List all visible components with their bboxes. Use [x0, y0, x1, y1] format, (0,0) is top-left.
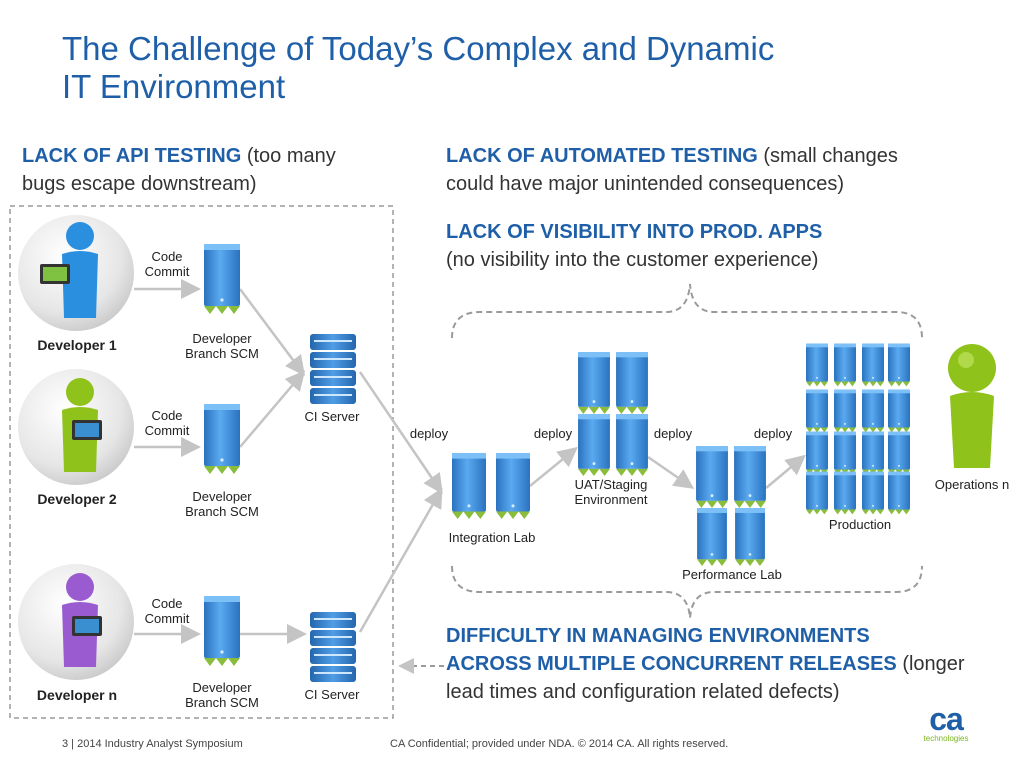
developer-n-label: Developer n — [36, 687, 118, 703]
challenge-automated-rest1: (small changes — [757, 145, 898, 167]
challenge-api-rest2: bugs escape downstream) — [22, 173, 257, 195]
code-commit-line1: Code — [151, 249, 183, 264]
title-line-2: IT Environment — [62, 68, 286, 105]
ci-to-integration-arrow-1 — [358, 371, 443, 495]
developer-avatar-1 — [18, 215, 134, 331]
bottom-brace — [451, 565, 923, 619]
developer-avatar-n — [18, 564, 134, 680]
performance-server-2 — [734, 446, 766, 508]
branch-to-ci-arrow-1 — [238, 288, 305, 377]
branch-line1: Developer — [192, 489, 252, 504]
code-commit-line1: Code — [151, 408, 183, 423]
uat-server-3 — [578, 414, 610, 476]
integration-lab-label: Integration Lab — [448, 530, 536, 545]
uat-server-2 — [616, 352, 648, 414]
top-brace — [451, 283, 923, 339]
footer-page-info: 3 | 2014 Industry Analyst Symposium — [62, 738, 243, 750]
branch-line1: Developer — [192, 331, 252, 346]
challenge-visibility: LACK OF VISIBILITY INTO PROD. APPS (no v… — [446, 218, 1006, 274]
challenge-env-rest2: lead times and configuration related def… — [446, 681, 840, 703]
ci-to-integration-arrow-2 — [358, 487, 443, 633]
performance-server-1 — [696, 446, 728, 508]
branch-server-2 — [204, 404, 240, 474]
challenge-api-bold: LACK OF API TESTING — [22, 145, 242, 167]
developer-avatar-2 — [18, 369, 134, 485]
code-commit-line2: Commit — [144, 423, 190, 438]
production-servers — [806, 343, 910, 515]
challenge-visibility-bold: LACK OF VISIBILITY INTO PROD. APPS — [446, 221, 823, 243]
challenge-environments: DIFFICULTY IN MANAGING ENVIRONMENTS ACRO… — [446, 622, 1016, 706]
developer-1-label: Developer 1 — [37, 337, 117, 353]
performance-to-production-arrow — [765, 454, 806, 489]
challenge-automated-rest2: could have major unintended consequences… — [446, 173, 845, 195]
branch-line2: Branch SCM — [185, 504, 259, 519]
developer-2-label: Developer 2 — [37, 491, 117, 507]
page-title: The Challenge of Today’s Complex and Dyn… — [62, 30, 962, 106]
code-commit-line2: Commit — [144, 264, 190, 279]
uat-server-4 — [616, 414, 648, 476]
branch-server-3 — [204, 596, 240, 666]
ca-logo: ca technologies — [916, 701, 976, 752]
performance-server-4 — [735, 508, 765, 566]
challenge-env-bold1: DIFFICULTY IN MANAGING ENVIRONMENTS — [446, 625, 870, 647]
code-commit-line1: Code — [151, 596, 183, 611]
production-label: Production — [828, 517, 892, 532]
branch-line1: Developer — [192, 680, 252, 695]
uat-server-1 — [578, 352, 610, 414]
integration-server-2 — [496, 452, 530, 520]
branch-line2: Branch SCM — [185, 695, 259, 710]
deploy-label-3: deploy — [653, 426, 693, 441]
challenge-env-rest1: (longer — [896, 653, 965, 675]
challenge-env-bold2: ACROSS MULTIPLE CONCURRENT RELEASES — [446, 653, 897, 675]
ci-server-1 — [310, 334, 356, 404]
performance-server-3 — [697, 508, 727, 566]
ci-server-2 — [310, 612, 356, 682]
branch-to-ci-arrow-2 — [239, 370, 306, 448]
ca-logo-sub: technologies — [923, 734, 969, 743]
integration-to-uat-arrow — [529, 446, 578, 487]
performance-lab-label: Performance Lab — [682, 567, 782, 582]
challenge-api-rest1: (too many — [241, 145, 336, 167]
challenge-automated-testing: LACK OF AUTOMATED TESTING (small changes… — [446, 142, 1006, 198]
challenge-api-testing: LACK OF API TESTING (too many bugs escap… — [22, 142, 422, 198]
developer-area-box — [9, 205, 394, 719]
branch-server-1 — [204, 244, 240, 314]
challenge-visibility-rest: (no visibility into the customer experie… — [446, 249, 819, 271]
footer-confidential: CA Confidential; provided under NDA. © 2… — [390, 738, 729, 750]
deploy-label-4: deploy — [753, 426, 793, 441]
ca-logo-mark: ca — [929, 701, 964, 737]
ci-server-label-2: CI Server — [304, 687, 360, 702]
branch-line2: Branch SCM — [185, 346, 259, 361]
challenge-automated-bold: LACK OF AUTOMATED TESTING — [446, 145, 758, 167]
title-line-1: The Challenge of Today’s Complex and Dyn… — [62, 30, 775, 67]
deploy-label-2: deploy — [533, 426, 573, 441]
uat-line1: UAT/Staging — [574, 477, 648, 492]
code-commit-line2: Commit — [144, 611, 190, 626]
operations-figure — [948, 344, 996, 468]
ci-server-label-1: CI Server — [304, 409, 360, 424]
integration-server-1 — [452, 452, 486, 520]
uat-line2: Environment — [574, 492, 648, 507]
deploy-label-1: deploy — [409, 426, 449, 441]
uat-to-performance-arrow — [647, 455, 695, 489]
operations-label: Operations n — [934, 477, 1010, 492]
